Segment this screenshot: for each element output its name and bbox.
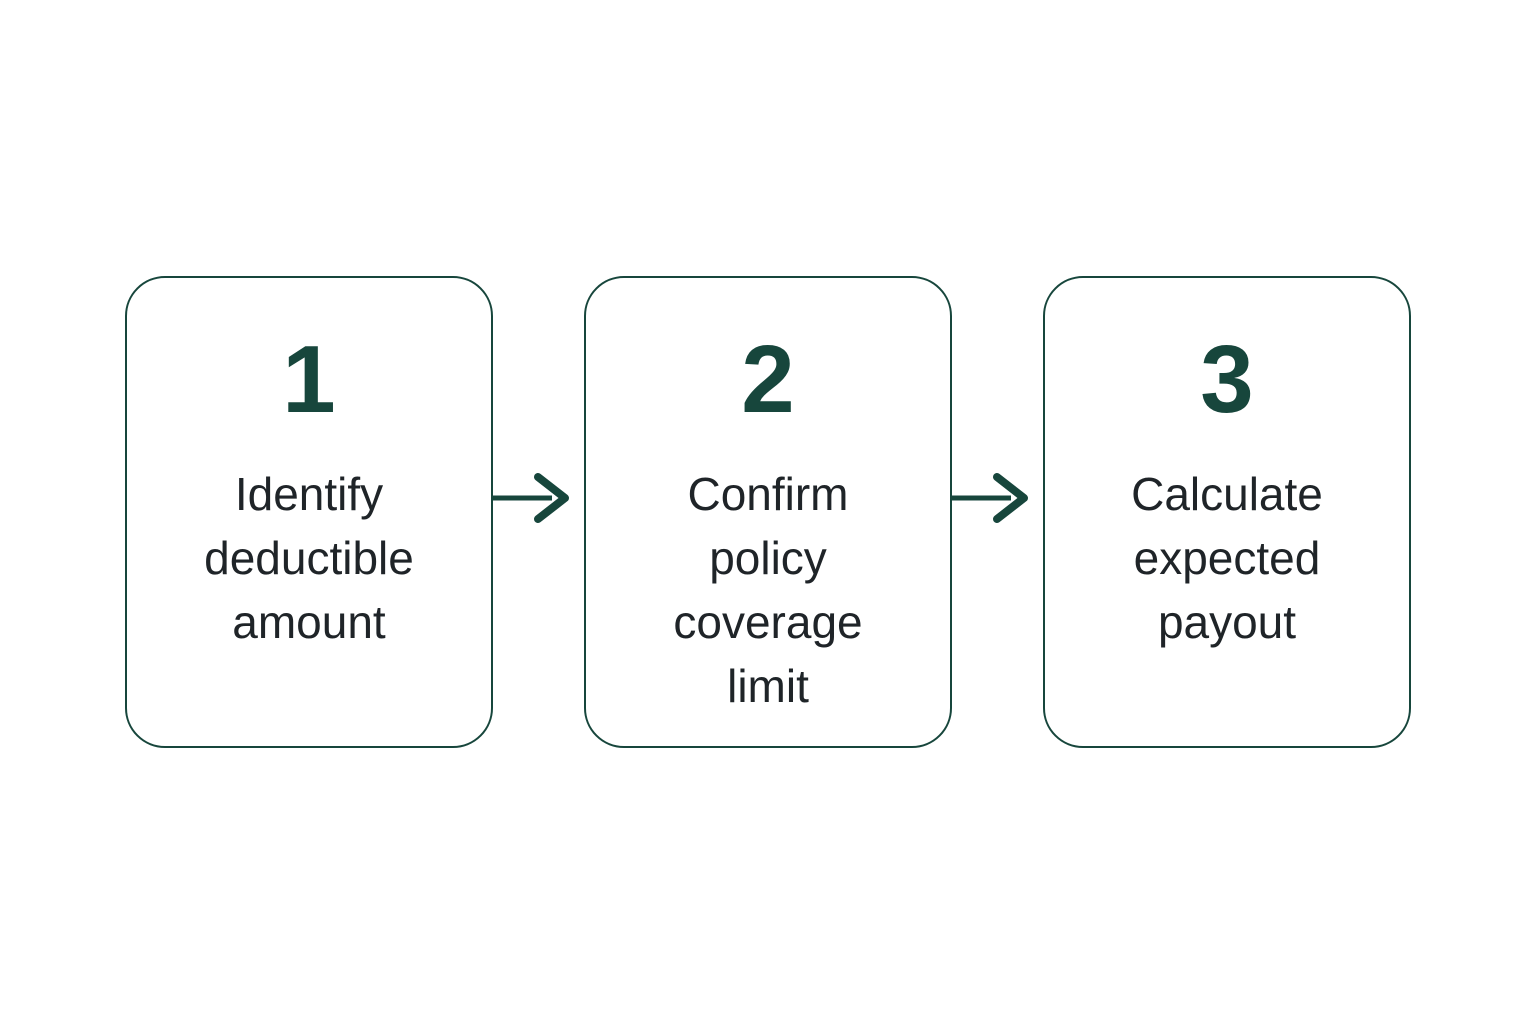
arrow-connector-2 xyxy=(951,276,1043,748)
step-label: Calculate expected payout xyxy=(1131,468,1323,648)
step-card-1: 1 Identify deductible amount xyxy=(125,276,493,748)
step-label: Identify deductible amount xyxy=(204,468,414,648)
step-card-3: 3 Calculate expected payout xyxy=(1043,276,1411,748)
step-label: Confirm policy coverage limit xyxy=(673,468,863,712)
step-number: 2 xyxy=(741,326,795,433)
arrow-right-icon xyxy=(492,473,569,523)
arrow-right-icon xyxy=(951,473,1028,523)
process-flow-diagram: 1 Identify deductible amount 2 Confirm p… xyxy=(125,276,1411,748)
step-number: 1 xyxy=(282,326,336,433)
step-card-2: 2 Confirm policy coverage limit xyxy=(584,276,952,748)
step-number: 3 xyxy=(1200,326,1254,433)
arrow-connector-1 xyxy=(492,276,584,748)
